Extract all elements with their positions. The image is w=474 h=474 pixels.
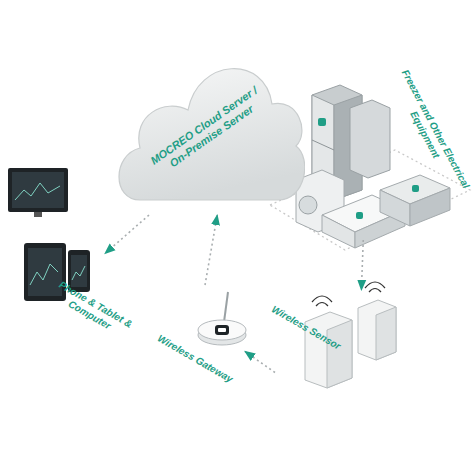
bath-front	[322, 215, 355, 248]
gateway-badge	[215, 325, 229, 335]
chart-line	[72, 266, 85, 280]
monitor-stand	[34, 212, 42, 217]
washer-door	[299, 196, 317, 214]
gateway-badge-mark	[218, 328, 226, 332]
chart-line	[15, 183, 60, 200]
wireless-gateway: Wireless Gateway	[145, 285, 245, 380]
bench-side	[410, 188, 450, 226]
wifi-waves	[365, 282, 385, 292]
sensor-side	[327, 320, 352, 388]
node-label: Wireless Sensor	[264, 300, 348, 355]
bench-illustration	[380, 175, 450, 226]
chart-line	[30, 264, 58, 285]
cloud-outline	[119, 69, 305, 200]
phone-screen	[71, 255, 87, 287]
wireless-sensor: Wireless Sensor	[275, 290, 395, 400]
sensor-dot	[356, 212, 363, 219]
sensor-dot	[318, 118, 326, 126]
monitor-illustration	[8, 168, 68, 217]
client-devices: Phone & Tablet & Computer	[5, 160, 105, 330]
gateway-illustration	[198, 292, 246, 345]
dotted-connector	[205, 215, 217, 285]
cabinet-body	[350, 100, 390, 178]
node-label: Freezer and Other Electrical Equipment	[384, 60, 474, 204]
dotted-connector	[361, 240, 363, 290]
monitor-frame	[8, 168, 68, 212]
sensor-box	[358, 300, 396, 360]
node-label: Phone & Tablet & Computer	[50, 278, 136, 341]
gateway-top	[198, 320, 246, 340]
freezer-split	[312, 140, 334, 150]
gateway-antenna	[224, 292, 228, 322]
node-label: Wireless Gateway	[149, 329, 242, 389]
bench-front	[380, 190, 410, 226]
sensor-dot	[412, 185, 419, 192]
tablet-screen	[28, 248, 62, 296]
dotted-connector	[105, 215, 149, 254]
sensor-side	[376, 307, 396, 360]
monitor-screen	[12, 172, 64, 208]
sensor-box	[305, 312, 352, 388]
equipment-group: Freezer and Other Electrical Equipment	[280, 70, 465, 240]
wifi-waves	[312, 296, 332, 306]
dotted-connector	[245, 352, 275, 373]
cloud-server: MOCREO Cloud Server / On-Premise Server	[110, 40, 305, 215]
